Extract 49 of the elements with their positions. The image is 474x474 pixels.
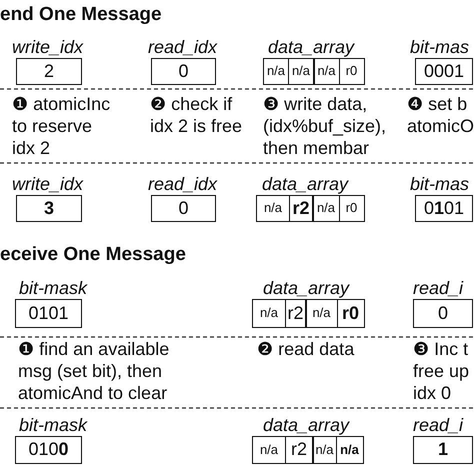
array-cell: r2 bbox=[284, 436, 314, 464]
register-box: 0101 bbox=[415, 195, 473, 222]
section-title: eceive One Message bbox=[0, 244, 186, 266]
field-label: bit-mask bbox=[19, 415, 88, 435]
step-text: ❶ find an available msg (set bit), then atomicAnd to clear bbox=[18, 338, 170, 404]
register-box: 0101 bbox=[15, 299, 82, 328]
array-cell: r0 bbox=[338, 58, 364, 85]
field-label: data_array bbox=[263, 415, 350, 435]
field-label: bit-mask bbox=[19, 278, 88, 298]
array-cell: n/a bbox=[312, 195, 340, 222]
step-text: ❷ check if idx 2 is free bbox=[150, 93, 244, 137]
array-cell: n/a bbox=[263, 58, 289, 85]
register-box: 1 bbox=[413, 436, 473, 464]
step-text: ❹ set b atomicO bbox=[407, 93, 474, 137]
register-box: 0 bbox=[413, 299, 473, 328]
step-text: ❸ write data, (idx%buf_size), then membar bbox=[263, 93, 388, 159]
array-cell: r0 bbox=[336, 299, 364, 328]
field-label: write_idx bbox=[12, 37, 84, 57]
field-label: write_idx bbox=[12, 174, 84, 194]
array-cell: n/a bbox=[252, 299, 286, 328]
field-label: data_array bbox=[268, 37, 354, 57]
field-label: read_i bbox=[413, 278, 464, 298]
register-box: 3 bbox=[16, 195, 82, 222]
step-text: ❸ Inc t free up idx 0 bbox=[413, 338, 470, 404]
register-box: 2 bbox=[16, 58, 82, 85]
array-cell: n/a bbox=[305, 299, 338, 328]
array-cell: n/a bbox=[252, 436, 286, 464]
array-cell: n/a bbox=[288, 58, 314, 85]
step-text: ❶ atomicInc to reserve idx 2 bbox=[12, 93, 112, 159]
field-label: data_array bbox=[262, 174, 348, 194]
register-box: 0001 bbox=[415, 58, 473, 85]
array-cell: n/a bbox=[312, 436, 337, 464]
array-cell: r2 bbox=[284, 299, 306, 328]
field-label: data_array bbox=[263, 278, 350, 298]
field-label: read_idx bbox=[148, 37, 218, 57]
array-cell: n/a bbox=[313, 58, 340, 85]
array-cell: r0 bbox=[338, 195, 364, 222]
register-box: 0 bbox=[151, 195, 216, 222]
field-label: read_idx bbox=[148, 174, 218, 194]
array-cell: n/a bbox=[256, 195, 290, 222]
array-cell: n/a bbox=[336, 436, 364, 464]
section-title: end One Message bbox=[0, 4, 162, 26]
field-label: read_i bbox=[413, 415, 464, 435]
field-label: bit-mas bbox=[410, 37, 470, 57]
step-text: ❷ read data bbox=[257, 338, 356, 360]
field-label: bit-mas bbox=[410, 174, 470, 194]
register-box: 0100 bbox=[15, 436, 82, 464]
array-cell: r2 bbox=[288, 195, 314, 222]
register-box: 0 bbox=[151, 58, 216, 85]
